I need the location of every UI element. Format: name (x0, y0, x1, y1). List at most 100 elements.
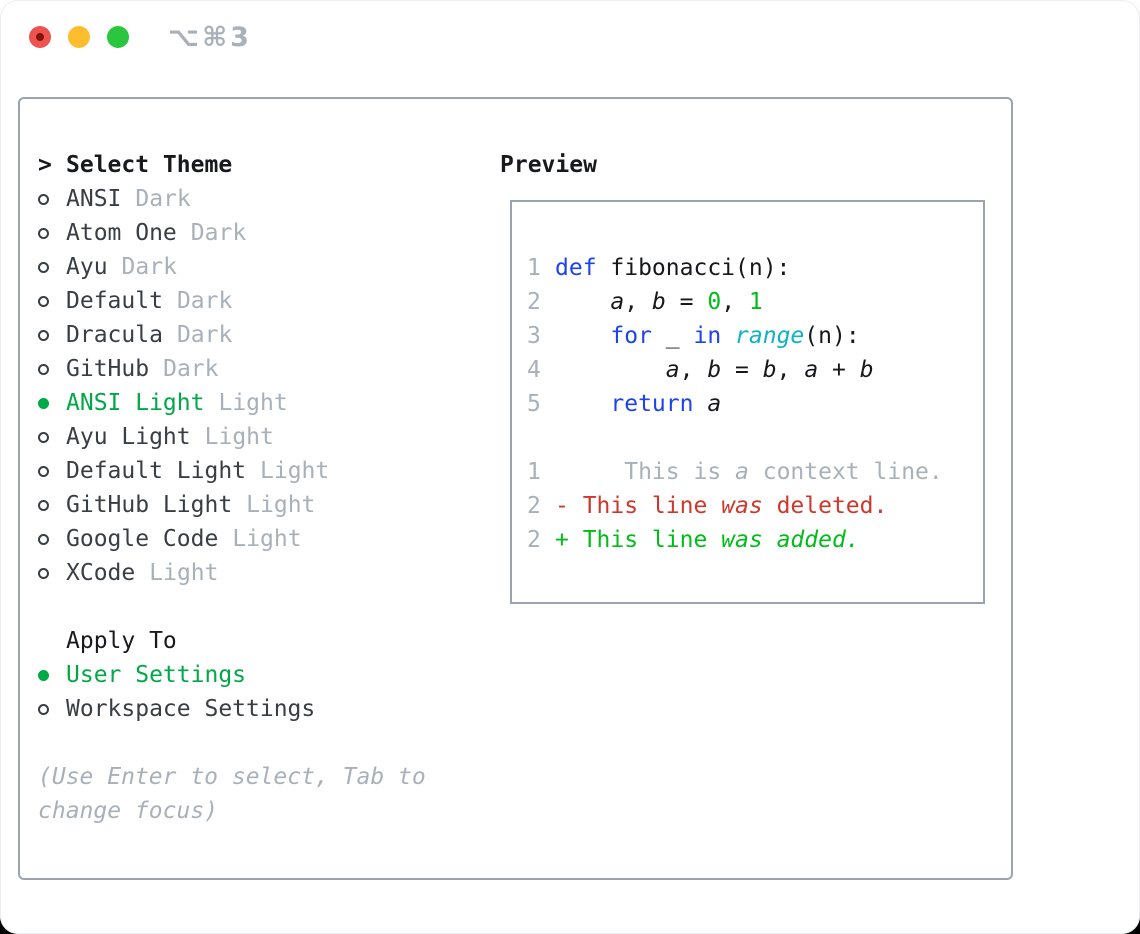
radio-unselected-icon (38, 363, 52, 375)
theme-option-ansi[interactable]: ANSI Dark (38, 182, 468, 216)
radio-unselected-icon (38, 193, 52, 205)
code-line: 1 def fibonacci(n): (527, 251, 983, 285)
theme-option-ansi-light[interactable]: ANSI Light Light (38, 386, 468, 420)
preview-title: Preview (500, 152, 597, 178)
theme-option-label: Default (66, 288, 163, 314)
code-line: 4 a, b = b, a + b (527, 353, 983, 387)
line-number: 4 (527, 357, 541, 383)
close-button-icon[interactable] (29, 26, 51, 48)
code-line: 2 a, b = 0, 1 (527, 285, 983, 319)
help-text: (Use Enter to select, Tab to change focu… (38, 764, 426, 824)
line-content: def fibonacci(n): (555, 255, 791, 281)
theme-variant-badge: Light (232, 526, 302, 552)
radio-unselected-icon (38, 295, 52, 307)
theme-option-ayu-light[interactable]: Ayu Light Light (38, 420, 468, 454)
radio-unselected-icon (38, 533, 52, 545)
close-button-dot (36, 33, 44, 41)
line-number: 2 (527, 289, 541, 315)
window-shortcut-label: ⌥⌘3 (168, 22, 252, 53)
theme-option-xcode[interactable]: XCode Light (38, 556, 468, 590)
line-content: a, b = b, a + b (665, 357, 874, 383)
zoom-button-icon[interactable] (107, 26, 129, 48)
line-number: 1 (527, 459, 541, 485)
theme-option-label: XCode (66, 560, 136, 586)
line-content: This is a context line. (555, 459, 943, 485)
theme-variant-badge: Dark (176, 322, 233, 348)
theme-variant-badge: Light (149, 560, 219, 586)
code-line: 2 + This line was added. (527, 523, 983, 557)
line-content: + This line was added. (555, 527, 860, 553)
theme-option-dracula[interactable]: Dracula Dark (38, 318, 468, 352)
theme-variant-badge: Dark (190, 220, 247, 246)
minimize-button-icon[interactable] (68, 26, 90, 48)
code-blank-line (527, 421, 983, 455)
radio-unselected-icon (38, 499, 52, 511)
apply-to-title: Apply To (66, 628, 177, 654)
theme-option-github-light[interactable]: GitHub Light Light (38, 488, 468, 522)
theme-option-label: Dracula (66, 322, 163, 348)
line-content: - This line was deleted. (555, 493, 888, 519)
theme-option-label: GitHub (66, 356, 150, 382)
theme-option-default[interactable]: Default Dark (38, 284, 468, 318)
radio-unselected-icon (38, 227, 52, 239)
theme-option-label: Default Light (66, 458, 247, 484)
radio-selected-icon (38, 397, 52, 409)
apply-to-header: Apply To (38, 624, 468, 658)
theme-variant-badge: Dark (135, 186, 191, 212)
theme-variant-badge: Light (246, 492, 316, 518)
line-content: for _ in range(n): (610, 323, 860, 349)
code-line: 2 - This line was deleted. (527, 489, 983, 523)
line-content: return a (610, 391, 722, 417)
theme-variant-badge: Light (260, 458, 330, 484)
theme-option-label: ANSI (66, 186, 122, 212)
theme-option-label: GitHub Light (66, 492, 233, 518)
radio-unselected-icon (38, 261, 52, 273)
apply-option-label: User Settings (66, 662, 247, 688)
select-theme-header: > Select Theme (38, 148, 468, 182)
theme-variant-badge: Dark (176, 288, 233, 314)
radio-unselected-icon (38, 329, 52, 341)
theme-variant-badge: Dark (121, 254, 177, 280)
theme-variant-badge: Light (204, 424, 274, 450)
radio-selected-icon (38, 669, 52, 681)
theme-option-default-light[interactable]: Default Light Light (38, 454, 468, 488)
line-number: 3 (527, 323, 541, 349)
line-number: 1 (527, 255, 541, 281)
code-line: 3 for _ in range(n): (527, 319, 983, 353)
radio-unselected-icon (38, 431, 52, 443)
line-number (527, 421, 541, 455)
line-content: a, b = 0, 1 (610, 289, 763, 315)
theme-option-ayu[interactable]: Ayu Dark (38, 250, 468, 284)
spacer (38, 590, 468, 624)
apply-option-workspace-settings[interactable]: Workspace Settings (38, 692, 468, 726)
theme-variant-badge: Light (218, 390, 288, 416)
line-number: 2 (527, 493, 541, 519)
window-controls (29, 26, 129, 48)
spacer (38, 726, 468, 760)
radio-unselected-icon (38, 567, 52, 579)
focus-caret-icon: > (38, 152, 52, 178)
theme-option-label: Atom One (66, 220, 177, 246)
radio-unselected-icon (38, 465, 52, 477)
code-line: 5 return a (527, 387, 983, 421)
radio-unselected-icon (38, 703, 52, 715)
line-number: 5 (527, 391, 541, 417)
theme-option-label: Ayu (66, 254, 108, 280)
line-number: 2 (527, 527, 541, 553)
theme-option-label: Ayu Light (66, 424, 191, 450)
theme-option-label: ANSI Light (66, 390, 205, 416)
select-theme-title: Select Theme (66, 152, 233, 178)
apply-option-user-settings[interactable]: User Settings (38, 658, 468, 692)
theme-option-atom-one[interactable]: Atom One Dark (38, 216, 468, 250)
apply-option-label: Workspace Settings (66, 696, 316, 722)
